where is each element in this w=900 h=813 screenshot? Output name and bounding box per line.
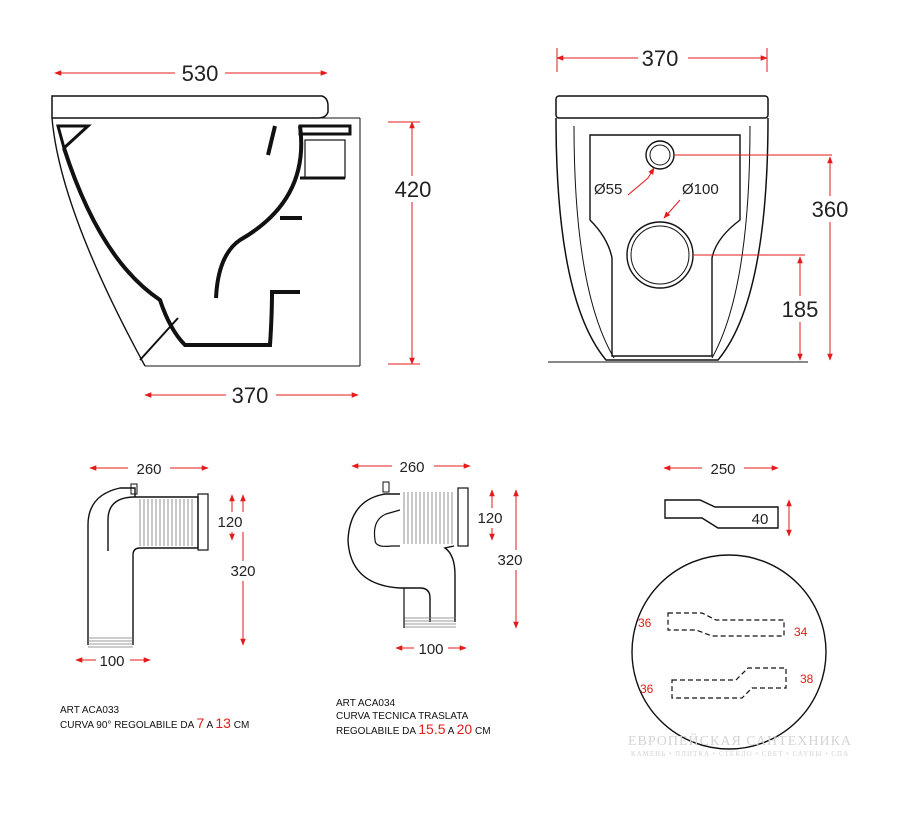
caption-aca034-unit: CM (472, 726, 491, 737)
dim-label-033-320: 320 (230, 563, 255, 580)
back-body-outline (555, 117, 769, 361)
siphon-inner (214, 125, 304, 299)
pipe-aca033: 260 120 320 100 (75, 458, 260, 671)
back-seat-rim (555, 95, 769, 119)
dim-label-033-top: 260 (136, 461, 161, 478)
dim-label-adapter-width: 250 (710, 461, 735, 478)
base-foot (139, 317, 179, 361)
pipe-034-base-rings (404, 617, 456, 628)
pipe-033-collar (197, 493, 209, 551)
caption-aca034-sep: A (445, 726, 457, 737)
pipe-034-down (443, 545, 456, 622)
trapway (62, 147, 300, 347)
hole-100-inner (630, 225, 690, 285)
caption-aca033-from: 7 (196, 715, 205, 731)
label-detail-bottom-right: 38 (800, 672, 814, 686)
caption-aca034: ART ACA034 CURVA TECNICA TRASLATA REGOLA… (336, 697, 491, 738)
back-body-inner (573, 125, 751, 359)
dim-label-034-top: 260 (399, 459, 424, 476)
caption-aca033-to: 13 (215, 715, 231, 731)
watermark-title: ЕВРОПЕЙСКАЯ САНТЕХНИКА (627, 734, 853, 749)
label-hole-55: Ø55 (594, 181, 622, 198)
caption-aca034-desc: REGOLABILE DA 15.5 A 20 CM (336, 721, 491, 738)
watermark-subtitle: КАМЕНЬ • ПЛИТКА • СТЕКЛО • СВЕТ • САУНЫ … (630, 750, 850, 758)
pipe-033-stub (130, 483, 138, 495)
caption-aca033-unit: CM (230, 720, 250, 731)
pipe-034-inner (373, 509, 401, 547)
caption-aca033-prefix: CURVA 90° REGOLABILE DA (60, 720, 197, 731)
dim-label-side-height: 420 (395, 177, 432, 202)
flush-rim-channel (56, 124, 92, 151)
caption-aca034-prefix: REGOLABILE DA (336, 726, 419, 737)
pipe-033-outer (87, 487, 136, 645)
pipe-034-outer (347, 493, 431, 622)
caption-aca034-title: ART ACA034 (336, 698, 396, 709)
leader-55 (627, 167, 655, 196)
dim-label-185: 185 (782, 297, 819, 322)
dim-label-034-bottom: 100 (418, 641, 443, 658)
pipe-aca034: 260 120 320 100 (347, 456, 528, 659)
adapter-detail-top (667, 612, 785, 637)
dim-label-033-120: 120 (217, 514, 242, 531)
caption-aca033-title: ART ACA033 (60, 705, 120, 716)
dim-label-034-120: 120 (477, 510, 502, 527)
caption-aca033: ART ACA033 CURVA 90° REGOLABILE DA 7 A 1… (60, 704, 249, 732)
pipe-033-outline (107, 496, 199, 645)
caption-aca034-from: 15.5 (418, 721, 446, 737)
watermark: ЕВРОПЕЙСКАЯ САНТЕХНИКА КАМЕНЬ • ПЛИТКА •… (620, 734, 860, 758)
caption-aca034-to: 20 (456, 721, 473, 737)
dim-label-360: 360 (812, 197, 849, 222)
dim-label-adapter-height: 40 (752, 511, 769, 528)
label-hole-100: Ø100 (682, 181, 719, 198)
hole-100 (626, 221, 694, 289)
inlet-edge (266, 125, 277, 156)
label-detail-bottom-left: 36 (640, 682, 654, 696)
side-view: 530 420 370 (51, 60, 434, 408)
pipe-033-base-rings (88, 637, 133, 648)
dim-label-side-top-width: 530 (182, 61, 219, 86)
label-detail-top-right: 34 (794, 625, 808, 639)
hole-55-inner (649, 144, 671, 166)
dim-label-side-bottom-width: 370 (232, 383, 269, 408)
dim-label-back-width: 370 (642, 46, 679, 71)
back-recess (589, 134, 741, 357)
dim-label-033-bottom: 100 (99, 653, 124, 670)
bowl-front-outline (51, 117, 146, 367)
adapter-detail-circle (631, 554, 827, 750)
pipe-034-corrugation (403, 492, 453, 544)
seat-rim (51, 95, 329, 119)
leader-100 (663, 199, 681, 219)
pipe-033-corrugation (139, 499, 193, 546)
pipe-034-collar (457, 487, 469, 547)
inlet-pipe (304, 139, 346, 179)
pipe-034-stub (382, 481, 390, 493)
offset-adapter: 250 40 36 34 36 38 (631, 458, 827, 750)
back-view: 370 Ø55 Ø100 360 185 (548, 45, 852, 363)
caption-aca033-desc: CURVA 90° REGOLABILE DA 7 A 13 CM (60, 715, 250, 732)
adapter-detail-bottom (671, 667, 787, 699)
inlet-pipe-top (298, 124, 352, 136)
adapter-shape (664, 499, 779, 529)
label-detail-top-left: 36 (638, 616, 652, 630)
caption-aca033-sep: A (204, 720, 216, 731)
dim-label-034-320: 320 (497, 552, 522, 569)
caption-aca034-line2: CURVA TECNICA TRASLATA (336, 711, 469, 722)
